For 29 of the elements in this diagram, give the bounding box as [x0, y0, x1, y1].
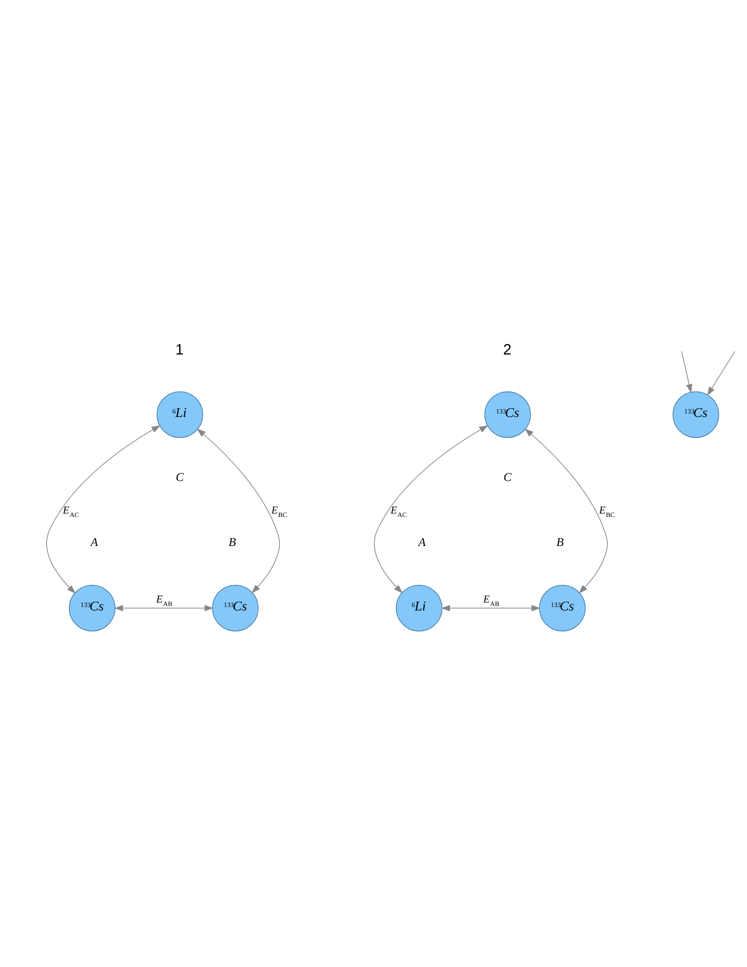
edge-label: E$_{AB}$	[483, 594, 500, 608]
arrow	[114, 604, 214, 611]
node-circle: $^{6}$Li	[396, 584, 442, 631]
label: A	[418, 534, 426, 549]
label: B	[228, 534, 236, 549]
node-circle: $^{133}$Cs	[212, 584, 259, 631]
label: C	[503, 469, 512, 484]
label: 1	[175, 340, 184, 358]
label: B	[556, 534, 564, 549]
label: A	[90, 534, 98, 549]
edge-label: E$_{BC}$	[271, 504, 288, 518]
label: 2	[503, 340, 512, 358]
arrow	[681, 350, 692, 393]
arrow	[46, 424, 161, 594]
arrow	[524, 428, 608, 594]
edge-label: E$_{AB}$	[156, 594, 172, 608]
arrow	[441, 604, 541, 611]
edge-label: E$_{AC}$	[390, 504, 407, 518]
edge-label: E$_{AC}$	[62, 504, 80, 518]
arrow	[196, 428, 280, 593]
node-circle: $^{6}$Li	[156, 390, 204, 438]
node-circle: $^{133}$Cs	[539, 584, 586, 631]
node-circle: $^{133}$Cs	[484, 390, 531, 438]
label: C	[176, 469, 184, 484]
edge-label: E$_{BC}$	[599, 504, 615, 518]
node-circle: $^{133}$Cs	[68, 584, 116, 631]
node-circle: $^{133}$Cs	[672, 390, 720, 438]
arrow	[374, 424, 488, 593]
arrow	[707, 350, 736, 396]
